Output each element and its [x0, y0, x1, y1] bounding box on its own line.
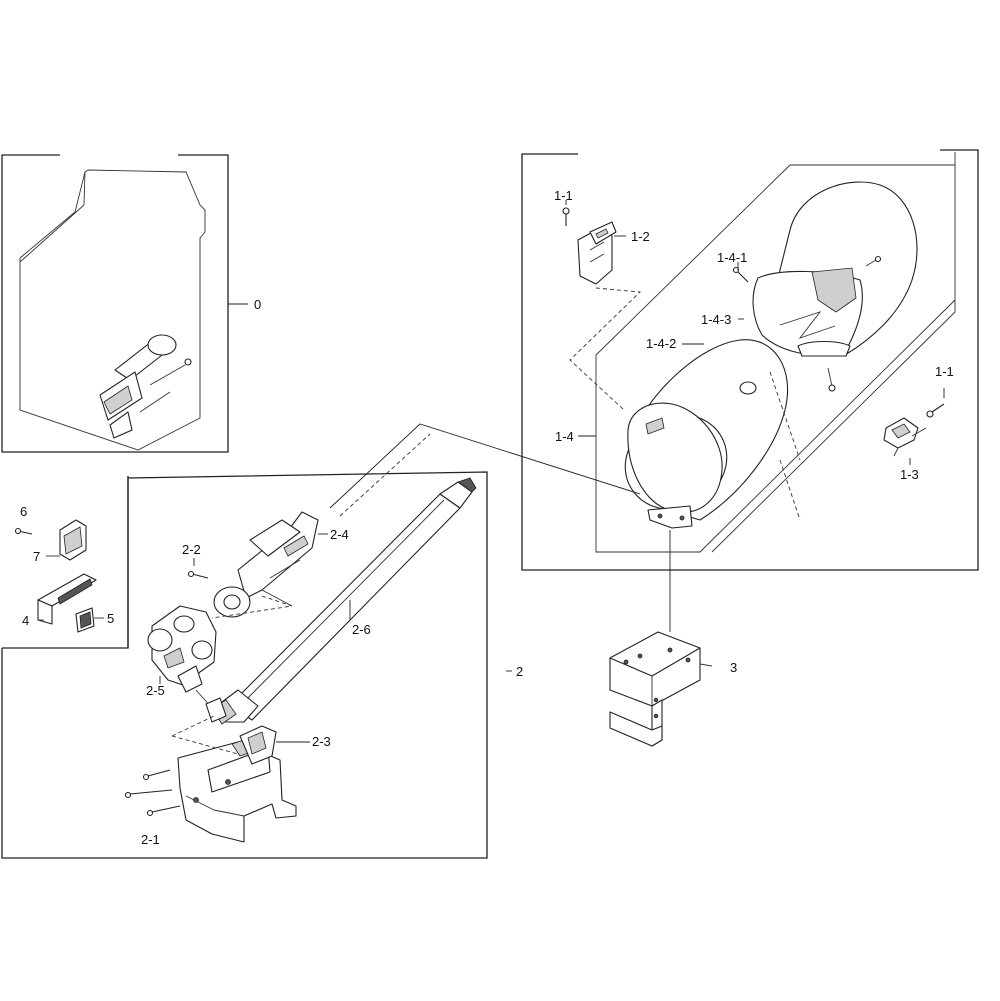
bracket-screws: [124, 769, 181, 817]
burner-assembly-group: 2-6 2-4 2-2: [1, 471, 523, 859]
callout-1-4-2: 1-4-2: [646, 336, 676, 351]
callout-2-6: 2-6: [352, 622, 371, 637]
burner-tube-2-6: [211, 477, 477, 725]
heater-housing-group: 1-1 1-2 1-4-1 1-4-3: [521, 149, 979, 571]
group-1-frame: [521, 149, 979, 571]
burner-cover-2-4: [213, 511, 319, 618]
cabinet-burner-parts: [99, 334, 192, 439]
callout-0: 0: [254, 297, 261, 312]
callout-1-1-right: 1-1: [935, 364, 954, 379]
gas-valve-2-5: [147, 605, 227, 723]
bracket-clip-2-3: [239, 725, 277, 765]
combustion-chamber-1-4-2: [624, 339, 789, 529]
bracket-1-2: [577, 221, 617, 285]
callout-3: 3: [730, 660, 737, 675]
connector-line: [329, 423, 641, 509]
cabinet-outline: [19, 169, 206, 451]
callout-2-1: 2-1: [141, 832, 160, 847]
clip-7: [46, 519, 87, 561]
callout-1-2: 1-2: [631, 229, 650, 244]
callout-1-1-top: 1-1: [554, 188, 573, 203]
cabinet-assembly-group: 0: [1, 154, 261, 453]
callout-1-4-1: 1-4-1: [717, 250, 747, 265]
callout-6: 6: [20, 504, 27, 519]
sensor-bracket-group: 6 7 4 5: [2, 476, 129, 649]
callout-1-4: 1-4: [555, 429, 574, 444]
callout-4: 4: [22, 613, 29, 628]
ignitor-1-3: [883, 417, 927, 457]
sensor-bracket-4: [37, 573, 97, 625]
screw-2-2: [187, 570, 209, 579]
mounting-bracket-group: 3: [609, 530, 737, 747]
callout-1-4-3: 1-4-3: [701, 312, 731, 327]
group-0-frame: [1, 154, 229, 453]
valve-bracket-2-1: [177, 737, 297, 843]
screw-1-4-1: [732, 266, 749, 283]
callout-1-3: 1-3: [900, 467, 919, 482]
screw-6: [14, 527, 33, 535]
group-2-frame: [1, 471, 488, 859]
screw-1-1-top: [562, 207, 570, 226]
callout-2-3: 2-3: [312, 734, 331, 749]
callout-2-4: 2-4: [330, 527, 349, 542]
mounting-bracket-3: [609, 631, 713, 747]
thermostat-5: [75, 607, 104, 633]
callout-5: 5: [107, 611, 114, 626]
drum-shell-1-4-1: [752, 181, 918, 392]
callout-2-5: 2-5: [146, 683, 165, 698]
callout-7: 7: [33, 549, 40, 564]
callout-2-2: 2-2: [182, 542, 201, 557]
callout-2: 2: [516, 664, 523, 679]
screw-1-1-right: [926, 403, 945, 418]
